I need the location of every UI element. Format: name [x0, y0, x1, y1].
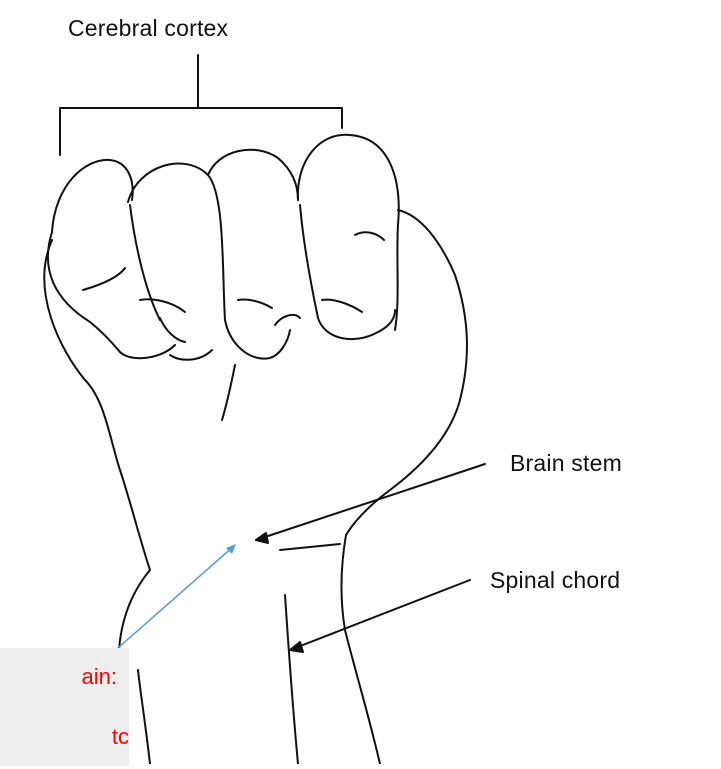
leader-arrows: [256, 464, 485, 652]
fingers: [48, 135, 399, 360]
callout-box: ain: tc: [0, 648, 129, 766]
callout-line-1: ain:: [0, 662, 129, 692]
spinal-chord-label: Spinal chord: [490, 567, 620, 594]
callout-line-2: tc: [0, 722, 129, 752]
wrist-lines: [138, 595, 298, 764]
cortex-bracket: [60, 55, 342, 155]
callout-pointer: [110, 544, 236, 655]
cerebral-cortex-label: Cerebral cortex: [68, 15, 228, 42]
brain-stem-label: Brain stem: [510, 450, 622, 477]
